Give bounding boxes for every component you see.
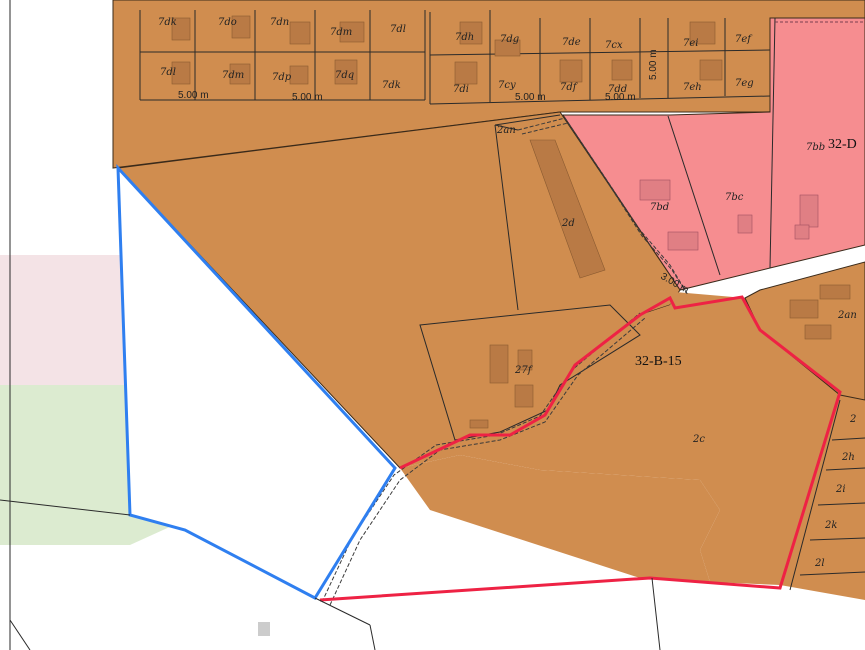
svg-text:7eh: 7eh — [683, 82, 702, 93]
blue-outlined-parcel[interactable] — [116, 164, 397, 600]
block-label-32-b-15: 32-B-15 — [635, 354, 682, 369]
svg-text:7de: 7de — [562, 37, 581, 48]
pink-parcel-zone[interactable] — [562, 17, 865, 291]
svg-text:7dm: 7dm — [222, 70, 244, 81]
svg-text:7df: 7df — [560, 82, 579, 93]
svg-text:2l: 2l — [814, 558, 825, 569]
svg-text:27f: 27f — [514, 365, 534, 376]
red-outlined-parcel[interactable] — [319, 295, 842, 602]
access-path — [321, 117, 689, 606]
svg-text:2h: 2h — [841, 452, 855, 463]
svg-text:7do: 7do — [218, 17, 237, 28]
svg-text:2an: 2an — [837, 310, 857, 321]
pink-zone-tint — [0, 255, 150, 395]
svg-text:7bb: 7bb — [806, 142, 825, 153]
right-residential-buildings — [789, 284, 851, 340]
svg-text:7cy: 7cy — [498, 80, 516, 91]
residential-buildings — [171, 15, 723, 85]
svg-text:5.00 m: 5.00 m — [648, 49, 659, 80]
svg-text:5.00 m: 5.00 m — [515, 92, 546, 103]
svg-text:2d: 2d — [561, 218, 575, 229]
svg-text:2i: 2i — [835, 484, 846, 495]
svg-text:7di: 7di — [453, 84, 469, 95]
svg-text:7ei: 7ei — [683, 38, 698, 49]
svg-text:7dn: 7dn — [270, 17, 289, 28]
svg-text:7dk: 7dk — [382, 80, 401, 91]
svg-text:7eg: 7eg — [735, 78, 754, 89]
svg-text:7dl: 7dl — [390, 24, 406, 35]
svg-text:7dm: 7dm — [330, 27, 352, 38]
svg-text:5.00 m: 5.00 m — [292, 92, 323, 103]
bottom-building — [258, 622, 270, 636]
svg-text:7ef: 7ef — [735, 34, 753, 45]
svg-text:7bc: 7bc — [725, 192, 744, 203]
pink-zone-divider-2 — [769, 17, 776, 269]
svg-text:2k: 2k — [824, 520, 837, 531]
svg-text:7dg: 7dg — [500, 34, 519, 45]
svg-text:2c: 2c — [692, 434, 705, 445]
svg-text:7dl: 7dl — [160, 67, 176, 78]
bottom-lines — [0, 0, 661, 650]
svg-text:5.00 m: 5.00 m — [605, 92, 636, 103]
lower-orange-area[interactable] — [400, 455, 720, 582]
svg-text:7cx: 7cx — [605, 40, 623, 51]
svg-text:7dp: 7dp — [272, 72, 292, 83]
svg-text:2: 2 — [849, 414, 856, 425]
svg-text:7dd: 7dd — [608, 84, 627, 95]
svg-text:2an: 2an — [496, 125, 516, 136]
right-lot-lines — [789, 399, 865, 591]
svg-text:5.00 m: 5.00 m — [178, 90, 209, 101]
pink-zone-divider-1 — [667, 115, 721, 276]
parcel-labels: 7dk 7do 7dn 7dm 7dl 7dh 7dg 7de 7cx 7ei … — [158, 17, 857, 569]
svg-text:7dq: 7dq — [335, 70, 354, 81]
svg-text:7dh: 7dh — [455, 32, 474, 43]
svg-text:7bd: 7bd — [650, 202, 669, 213]
pink-zone-buildings — [639, 179, 819, 251]
svg-text:7dk: 7dk — [158, 17, 177, 28]
parcel-2c-area[interactable] — [400, 292, 865, 600]
block-label-32-d: 32-D — [828, 137, 857, 152]
central-buildings — [469, 139, 606, 429]
